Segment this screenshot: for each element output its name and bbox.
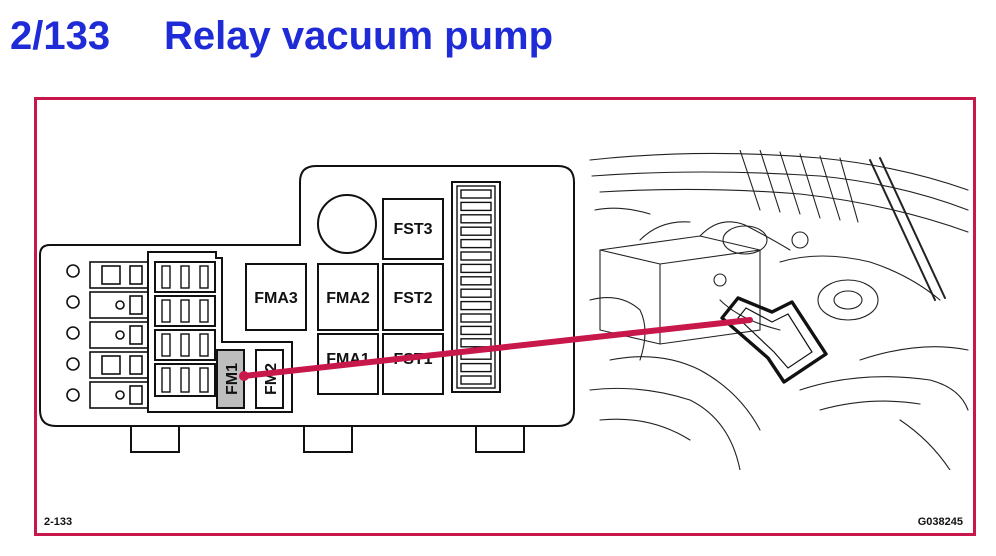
fuse-fst2-label: FST2 xyxy=(393,290,432,307)
figure-ref: 2-133 xyxy=(44,516,72,528)
mini-fuse xyxy=(460,338,492,348)
mini-fuse-strip xyxy=(451,181,501,393)
relay-location-inner xyxy=(737,307,813,369)
pointer-dot xyxy=(239,371,249,381)
mini-fuse xyxy=(460,226,492,236)
mini-fuse xyxy=(460,251,492,261)
relay-fm2-label: FM2 xyxy=(263,363,280,395)
relay-location-outline xyxy=(720,296,828,384)
mini-fuse xyxy=(460,325,492,336)
mini-fuse xyxy=(460,313,492,323)
fuse-fma2 xyxy=(317,263,379,331)
fuse-fma3 xyxy=(245,263,307,331)
pointer-line xyxy=(241,317,753,379)
mini-fuse xyxy=(460,362,492,373)
fuse-fst2 xyxy=(382,263,444,331)
fuse-fst3-label: FST3 xyxy=(393,221,432,238)
round-socket xyxy=(317,194,377,254)
page-title: 2/133 Relay vacuum pump xyxy=(10,8,553,64)
relay-fm1-label: FM1 xyxy=(224,363,241,395)
graphic-id: G038245 xyxy=(918,516,963,528)
mini-fuse xyxy=(460,214,492,224)
mount-tab-right xyxy=(475,425,525,453)
diagram-frame xyxy=(34,97,976,536)
left-connector-block xyxy=(66,261,149,409)
title-number: 2/133 xyxy=(10,14,111,58)
fuse-fst3 xyxy=(382,198,444,260)
mini-fuse xyxy=(460,238,492,249)
mini-fuse xyxy=(460,189,492,199)
engine-bay-illustration xyxy=(589,150,969,470)
mini-fuse xyxy=(460,375,492,385)
relay-fm2 xyxy=(255,349,284,409)
fuse-fst1 xyxy=(382,333,444,395)
title-text: Relay vacuum pump xyxy=(164,14,554,58)
mount-tab-left xyxy=(130,425,180,453)
mini-fuse xyxy=(460,201,492,212)
mini-fuse xyxy=(460,276,492,286)
mini-fuse xyxy=(460,288,492,298)
mini-fuse xyxy=(460,300,492,311)
mount-tab-middle xyxy=(303,425,353,453)
mini-fuse xyxy=(460,263,492,274)
fuse-fma3-label: FMA3 xyxy=(254,290,298,307)
fuse-fma2-label: FMA2 xyxy=(326,290,370,307)
